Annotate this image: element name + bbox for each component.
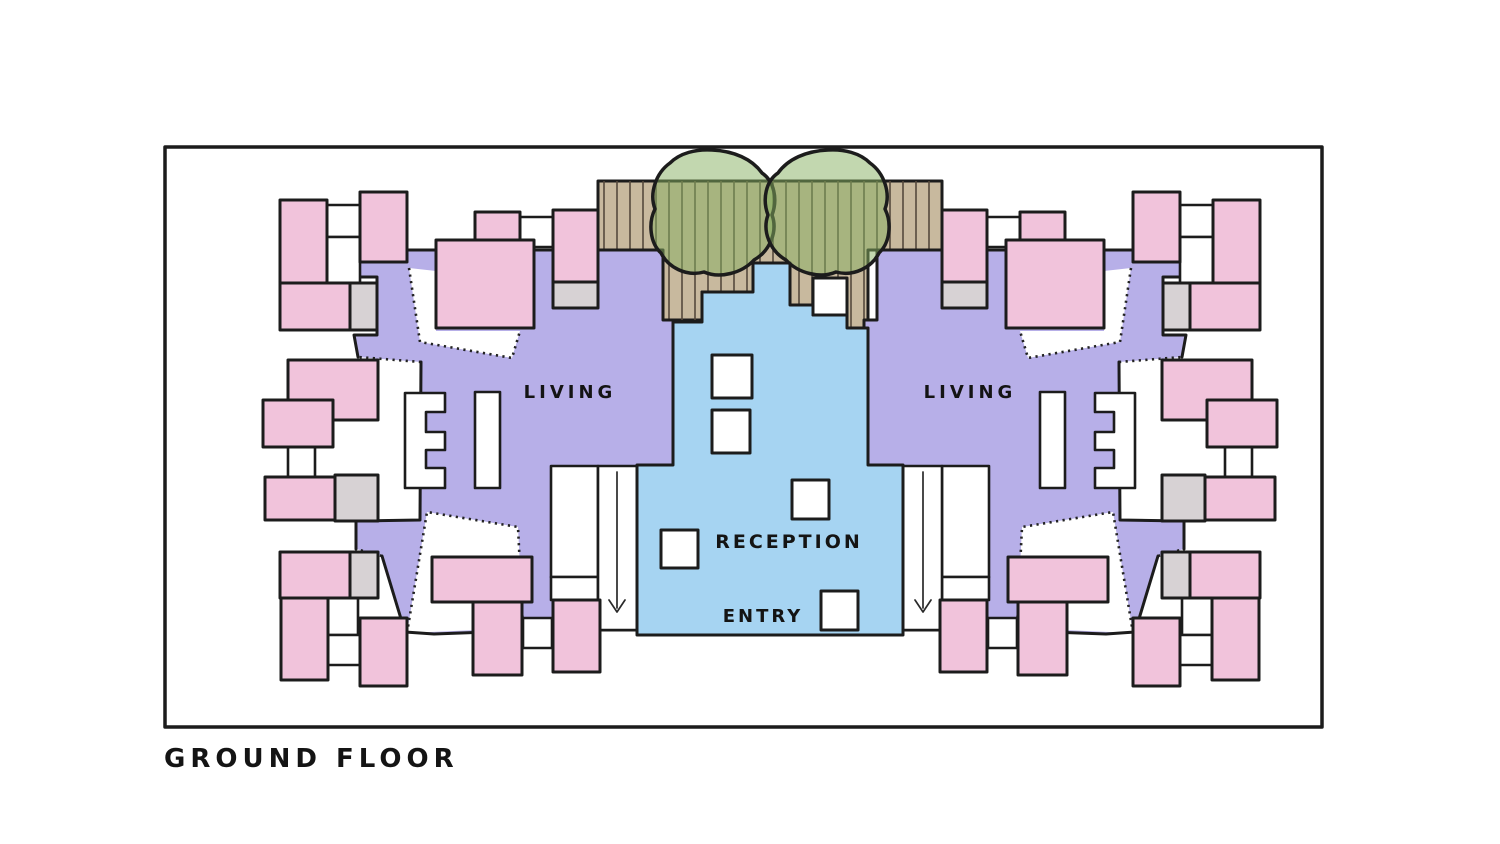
skylight-square	[790, 478, 831, 521]
reception-label: RECEPTION	[715, 531, 863, 553]
skylight-square	[710, 408, 752, 455]
skylight-square	[659, 528, 700, 570]
living-label-left: LIVING	[524, 382, 617, 403]
right-wing	[862, 190, 1279, 688]
left-wing	[261, 190, 678, 688]
tree-icon	[649, 148, 777, 277]
floor-title: GROUND FLOOR	[164, 744, 459, 774]
drawing-frame	[163, 145, 1324, 729]
skylight-square	[819, 589, 860, 632]
tree-icon	[763, 148, 891, 277]
living-label-right: LIVING	[924, 382, 1017, 403]
entry-label: ENTRY	[723, 606, 804, 627]
skylight-square	[710, 353, 754, 400]
skylight-square	[811, 276, 849, 317]
